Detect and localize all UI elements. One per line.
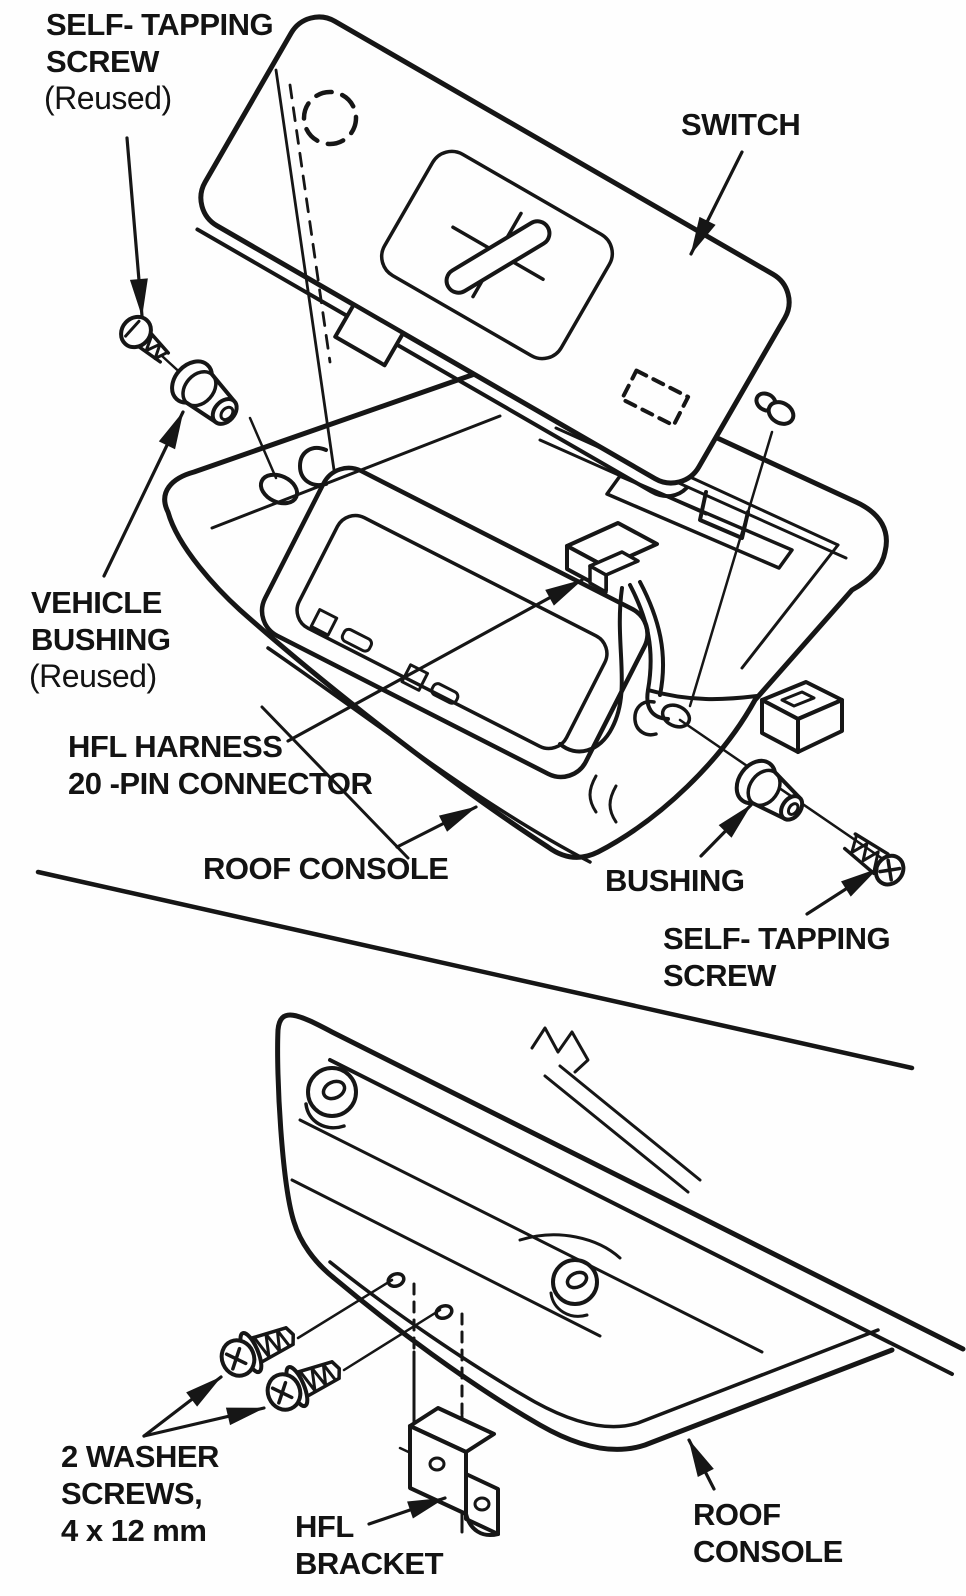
bushing-and-screw [678, 718, 906, 887]
arrow-washer-screw-2 [142, 1406, 266, 1438]
figure-divider-line [35, 869, 915, 1071]
figure-bottom-exploded-view [219, 1012, 966, 1537]
arrow-roof-console-top [395, 805, 478, 849]
figure-top-exploded-view [119, 14, 906, 887]
arrow-bushing [699, 803, 753, 858]
arrow-self-tapping-screw-reused [125, 136, 148, 318]
roof-console-tray [162, 359, 889, 864]
label-switch: SWITCH [681, 107, 801, 142]
hfl-harness-connector [558, 521, 759, 754]
arrow-hfl-harness-connector [286, 578, 584, 743]
switch-panel [195, 14, 796, 499]
label-roof-console-top: ROOF CONSOLE [203, 851, 449, 886]
arrow-switch [689, 150, 744, 256]
arrow-hfl-bracket [367, 1496, 447, 1526]
label-roof-console-bottom: ROOF CONSOLE [693, 1497, 843, 1569]
assembly-alignment-lines [274, 68, 774, 708]
label-vehicle-bushing: VEHICLE BUSHING [31, 585, 171, 657]
label-hfl-harness-connector: HFL HARNESS 20 -PIN CONNECTOR [68, 729, 373, 801]
arrow-vehicle-bushing [102, 410, 185, 578]
label-bushing: BUSHING [605, 863, 745, 898]
label-self-tapping-screw: SELF- TAPPING SCREW [663, 921, 891, 993]
arrow-roof-console-bottom [687, 1438, 716, 1491]
vehicle-bushing-and-screw [119, 314, 278, 480]
roof-console-rear [275, 1012, 966, 1452]
label-self-tapping-screw-reused-sub: (Reused) [44, 80, 172, 116]
label-washer-screws: 2 WASHER SCREWS, 4 x 12 mm [61, 1439, 219, 1548]
arrow-self-tapping-screw [805, 867, 879, 916]
label-vehicle-bushing-sub: (Reused) [29, 658, 157, 694]
label-hfl-bracket: HFL BRACKET [295, 1509, 444, 1581]
harness-branch-connector [760, 680, 844, 754]
washer-screws-part [219, 1278, 442, 1412]
hfl-bracket-part [398, 1282, 500, 1537]
label-self-tapping-screw-reused: SELF- TAPPING SCREW [46, 7, 274, 79]
arrow-washer-screw-1 [142, 1375, 223, 1438]
leader-arrows [102, 136, 879, 1526]
